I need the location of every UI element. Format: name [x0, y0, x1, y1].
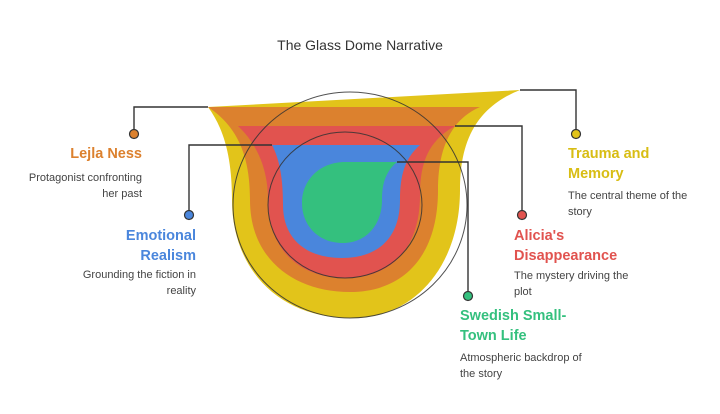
desc-emotional-realism: Grounding the fiction in reality	[82, 269, 196, 297]
label-trauma-memory: Trauma and Memory	[568, 146, 650, 182]
layer-green	[302, 162, 397, 243]
label-emotional-realism: Emotional Realism	[125, 228, 196, 264]
leader-lejla	[133, 106, 208, 134]
marker-swedish	[462, 290, 474, 302]
leader-emotional	[188, 144, 272, 215]
marker-trauma	[570, 128, 582, 140]
marker-lejla	[128, 128, 140, 140]
marker-alicia	[516, 209, 528, 221]
label-lejla-ness: Lejla Ness	[70, 146, 142, 162]
leader-trauma	[520, 89, 577, 134]
desc-swedish-small-town-life: Atmospheric backdrop of the story	[460, 352, 582, 380]
diagram-title: The Glass Dome Narrative	[277, 37, 443, 53]
marker-emotional	[183, 209, 195, 221]
label-swedish-small-town-life: Swedish Small-Town Life	[460, 308, 567, 344]
leader-swedish	[397, 161, 469, 296]
desc-alicias-disappearance: The mystery driving the plot	[514, 270, 629, 298]
desc-lejla-ness: Protagonist confronting her past	[28, 172, 142, 200]
desc-trauma-memory: The central theme of the story	[568, 190, 688, 218]
leader-alicia	[455, 125, 523, 215]
label-alicias-disappearance: Alicia's Disappearance	[514, 228, 618, 264]
